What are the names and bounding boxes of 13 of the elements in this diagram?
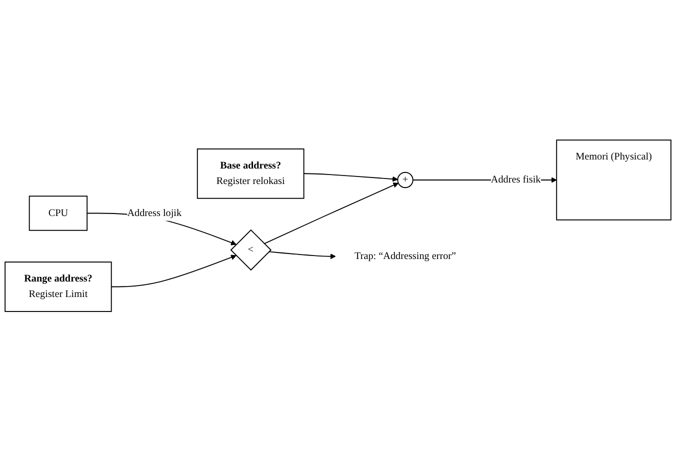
node-box: CPU [28, 196, 88, 232]
node-diamond: < [230, 230, 272, 271]
node-text: Trap: “Addressing error” [354, 250, 456, 262]
arrow [268, 251, 336, 260]
node-box: Memori (Physical) [556, 140, 672, 221]
arrow [264, 182, 399, 244]
node-box: Base address? Register relokasi [196, 148, 304, 200]
edge-label: Address lojik [127, 208, 182, 219]
arrow [303, 173, 398, 182]
node-circle: + [397, 172, 414, 188]
node-box: Range address? Register Limit [4, 262, 112, 312]
edge-label: Addres fisik [490, 174, 541, 186]
arrow [110, 254, 236, 288]
